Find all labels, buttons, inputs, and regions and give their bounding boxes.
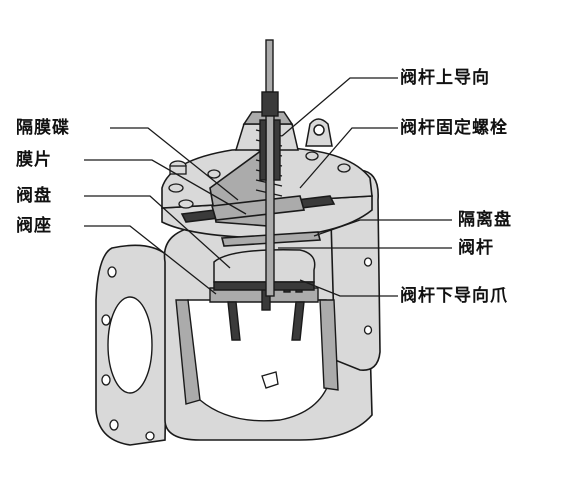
leader-diaphragm-disc	[110, 127, 239, 201]
label-diaphragm: 膜片	[16, 150, 52, 170]
label-valve-stem: 阀杆	[458, 238, 494, 258]
leader-fixing-bolt	[299, 127, 398, 189]
label-stem-upper-guide: 阀杆上导向	[400, 68, 490, 88]
leader-lines	[84, 77, 452, 297]
leader-isolation-disc	[313, 219, 452, 237]
label-valve-seat: 阀座	[16, 216, 52, 236]
leader-valve-seat	[84, 225, 217, 295]
leader-diaphragm	[84, 159, 247, 215]
leader-valve-disc	[84, 195, 231, 269]
label-stem-lower-guide-claw: 阀杆下导向爪	[400, 286, 508, 306]
label-diaphragm-disc: 隔膜碟	[16, 118, 70, 138]
valve-stem	[259, 39, 281, 297]
leader-upper-guide	[281, 77, 398, 137]
drain-plug	[261, 371, 279, 389]
valve-disc	[213, 249, 316, 291]
valve-seat	[209, 287, 319, 341]
bonnet-bolts	[168, 151, 351, 209]
label-valve-disc: 阀盘	[16, 186, 52, 206]
label-stem-fixing-bolt: 阀杆固定螺栓	[400, 118, 508, 138]
leader-lower-guide	[299, 279, 398, 297]
label-isolation-disc: 隔离盘	[458, 210, 512, 230]
lifting-lug	[305, 118, 333, 147]
